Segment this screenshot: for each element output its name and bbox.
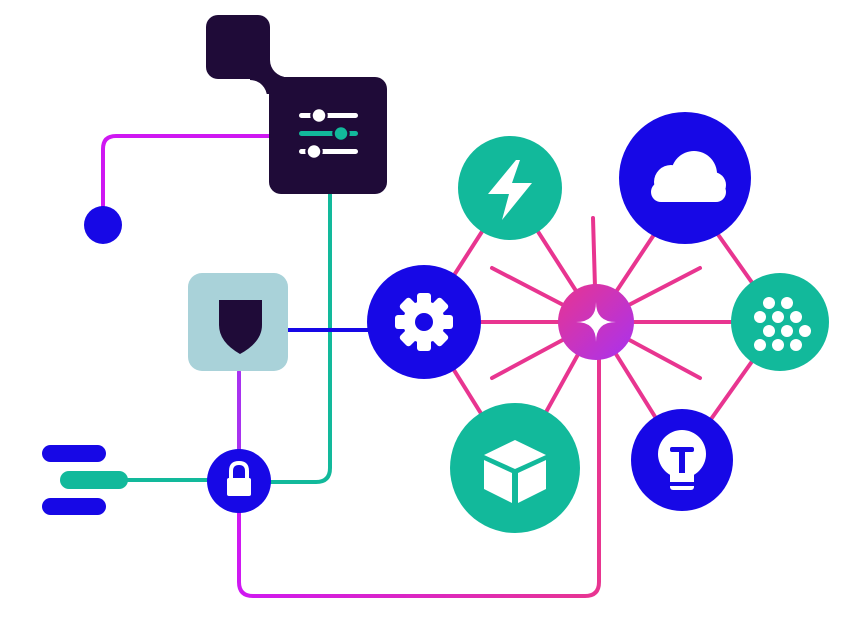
cloud-icon bbox=[651, 151, 726, 202]
lock-node[interactable] bbox=[207, 449, 271, 513]
shield-tile[interactable] bbox=[188, 273, 288, 371]
sliders-icon bbox=[299, 106, 358, 161]
gear-icon bbox=[395, 293, 453, 351]
gear-circle[interactable] bbox=[367, 265, 481, 379]
lightning-icon bbox=[488, 160, 532, 220]
left-blue-dot bbox=[84, 206, 122, 244]
settings-to-lock-link bbox=[238, 191, 332, 484]
shield-icon bbox=[219, 300, 262, 354]
settings-block[interactable] bbox=[206, 15, 387, 194]
lightning-circle[interactable] bbox=[458, 136, 562, 240]
box-icon bbox=[484, 440, 546, 503]
hub-node[interactable] bbox=[558, 284, 634, 360]
settings-to-dot-link bbox=[101, 134, 272, 224]
stack-bars-icon bbox=[42, 445, 128, 515]
sparkle-hub-icon bbox=[576, 302, 616, 342]
lock-icon bbox=[227, 460, 251, 496]
bulb-circle[interactable] bbox=[631, 409, 733, 511]
bottom-loop-link bbox=[237, 326, 601, 598]
dots-circle[interactable] bbox=[731, 273, 829, 371]
lightbulb-icon bbox=[658, 430, 706, 490]
box-circle[interactable] bbox=[450, 403, 580, 533]
dots-grid-icon bbox=[754, 297, 811, 351]
cloud-circle[interactable] bbox=[619, 112, 751, 244]
